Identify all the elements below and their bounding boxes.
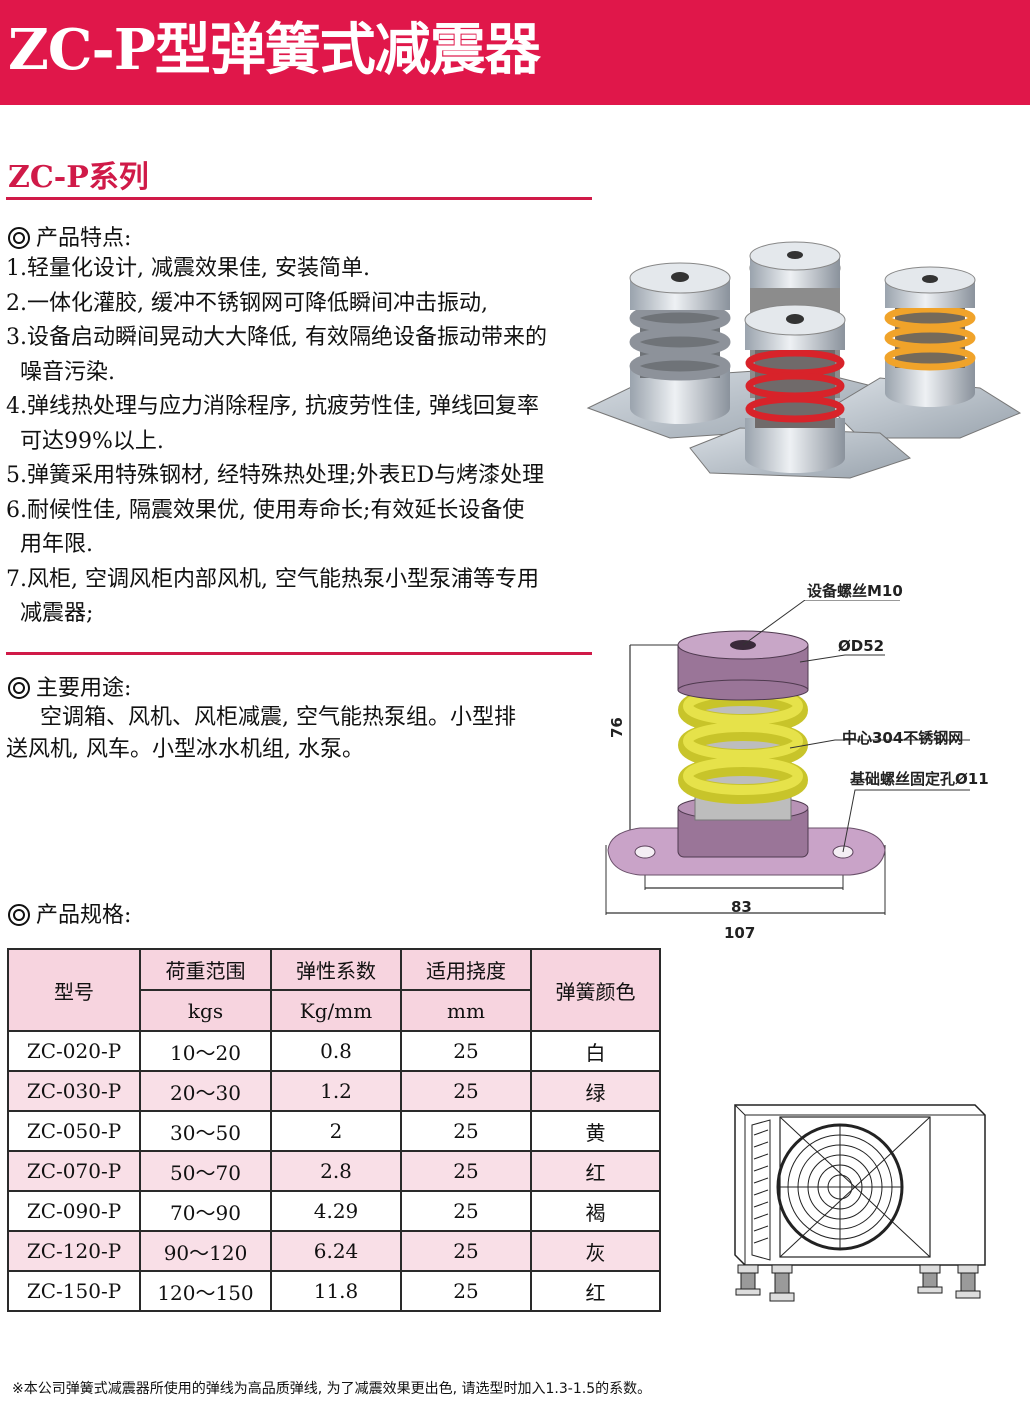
cell-rate: 2 [270, 1110, 402, 1152]
usage-line: 送风机, 风车。小型冰水机组, 水泵。 [6, 737, 364, 762]
cell-deflection: 25 [400, 1230, 532, 1272]
feature-line: 7.风柜, 空调风柜内部风机, 空气能热泵小型泵浦等专用 [6, 566, 539, 592]
feature-line: 2.一体化灌胶, 缓冲不锈钢网可降低瞬间冲击振动, [6, 290, 488, 316]
mount-gray [629, 262, 731, 424]
col-unit-deflection: mm [400, 989, 532, 1032]
feature-line: 5.弹簧采用特殊钢材, 经特殊热处理;外表ED与烤漆处理 [6, 463, 545, 488]
dimension-diagram [605, 600, 970, 915]
cell-model: ZC-090-P [7, 1190, 141, 1232]
mount-red [744, 304, 846, 473]
cell-load: 50～70 [139, 1150, 272, 1192]
diameter-label: ØD52 [838, 637, 885, 655]
cell-rate: 11.8 [270, 1270, 402, 1312]
fan-grille [776, 1116, 931, 1258]
spec-heading: 产品规格: [8, 897, 131, 929]
feature-line: 减震器; [20, 601, 94, 626]
spring-feet [735, 1264, 981, 1302]
cell-rate: 6.24 [270, 1230, 402, 1272]
cell-model: ZC-150-P [7, 1270, 141, 1312]
height-label: 76 [608, 717, 626, 738]
cell-color: 红 [530, 1150, 661, 1192]
cell-deflection: 25 [400, 1150, 532, 1192]
double-circle-icon [8, 904, 30, 926]
series-title: ZC-P系列 [8, 160, 149, 195]
page-title: ZC-P型弹簧式减震器 [8, 17, 541, 83]
cell-load: 20～30 [139, 1070, 272, 1112]
cell-color: 灰 [530, 1230, 661, 1272]
cell-deflection: 25 [400, 1070, 532, 1112]
side-louvers [751, 1119, 771, 1261]
footnote: ※本公司弹簧式减震器所使用的弹线为高品质弹线, 为了减震效果更出色, 请选型时加… [12, 1381, 652, 1397]
cell-model: ZC-030-P [7, 1070, 141, 1112]
cell-load: 30～50 [139, 1110, 272, 1152]
section-divider [6, 197, 592, 200]
col-header-model: 型号 [7, 948, 141, 1032]
usage-line: 空调箱、风机、风柜减震, 空气能热泵组。小型排 [40, 705, 516, 730]
hole-spacing-label: 83 [731, 898, 752, 916]
cell-color: 黄 [530, 1110, 661, 1152]
spec-table: 型号 荷重范围 弹性系数 适用挠度 弹簧颜色 kgs Kg/mm mm ZC-0… [7, 948, 661, 1312]
product-photo [586, 241, 1022, 479]
cell-load: 70～90 [139, 1190, 272, 1232]
bolt-label: 设备螺丝M10 [807, 582, 903, 600]
cell-rate: 1.2 [270, 1070, 402, 1112]
section-divider [6, 652, 592, 655]
features-heading: 产品特点: [8, 220, 131, 252]
cell-load: 10～20 [139, 1030, 272, 1072]
cell-model: ZC-020-P [7, 1030, 141, 1072]
title-banner: ZC-P型弹簧式减震器 [0, 0, 1030, 105]
cell-model: ZC-070-P [7, 1150, 141, 1192]
cell-load: 90～120 [139, 1230, 272, 1272]
usage-text: 空调箱、风机、风柜减震, 空气能热泵组。小型排 送风机, 风车。小型冰水机组, … [6, 702, 526, 766]
cell-color: 褐 [530, 1190, 661, 1232]
ac-unit-illustration [734, 1104, 986, 1302]
col-unit-load: kgs [139, 989, 272, 1032]
col-header-rate: 弹性系数 [270, 948, 402, 991]
cell-load: 120～150 [139, 1270, 272, 1312]
col-header-deflection: 适用挠度 [400, 948, 532, 991]
feature-line: 1.轻量化设计, 减震效果佳, 安装简单. [6, 256, 370, 281]
feature-line: 4.弹线热处理与应力消除程序, 抗疲劳性佳, 弹线回复率 [6, 394, 539, 419]
usage-heading: 主要用途: [8, 670, 131, 702]
cell-deflection: 25 [400, 1110, 532, 1152]
ac-unit-body [734, 1104, 986, 1266]
col-header-load: 荷重范围 [139, 948, 272, 991]
double-circle-icon [8, 677, 30, 699]
feature-line: 6.耐候性佳, 隔震效果优, 使用寿命长;有效延长设备使 [6, 497, 525, 523]
cell-color: 红 [530, 1270, 661, 1312]
cell-rate: 2.8 [270, 1150, 402, 1192]
cell-deflection: 25 [400, 1030, 532, 1072]
cell-model: ZC-120-P [7, 1230, 141, 1272]
cell-model: ZC-050-P [7, 1110, 141, 1152]
col-unit-rate: Kg/mm [270, 989, 402, 1032]
cell-rate: 4.29 [270, 1190, 402, 1232]
cell-color: 白 [530, 1030, 661, 1072]
cell-color: 绿 [530, 1070, 661, 1112]
features-list: 1.轻量化设计, 减震效果佳, 安装简单. 2.一体化灌胶, 缓冲不锈钢网可降低瞬… [6, 252, 576, 632]
base-hole-label: 基础螺丝固定孔Ø11 [850, 770, 989, 788]
feature-line: 噪音污染. [20, 359, 115, 385]
base-length-label: 107 [724, 924, 756, 942]
feature-line: 3.设备启动瞬间晃动大大降低, 有效隔绝设备振动带来的 [6, 325, 547, 350]
feature-line: 用年限. [20, 532, 93, 557]
double-circle-icon [8, 227, 30, 249]
cell-deflection: 25 [400, 1190, 532, 1232]
feature-line: 可达99%以上. [20, 428, 164, 454]
mount-orange [884, 266, 976, 407]
cell-rate: 0.8 [270, 1030, 402, 1072]
col-header-color: 弹簧颜色 [530, 948, 661, 1032]
cell-deflection: 25 [400, 1270, 532, 1312]
mesh-label: 中心304不锈钢网 [842, 729, 964, 747]
